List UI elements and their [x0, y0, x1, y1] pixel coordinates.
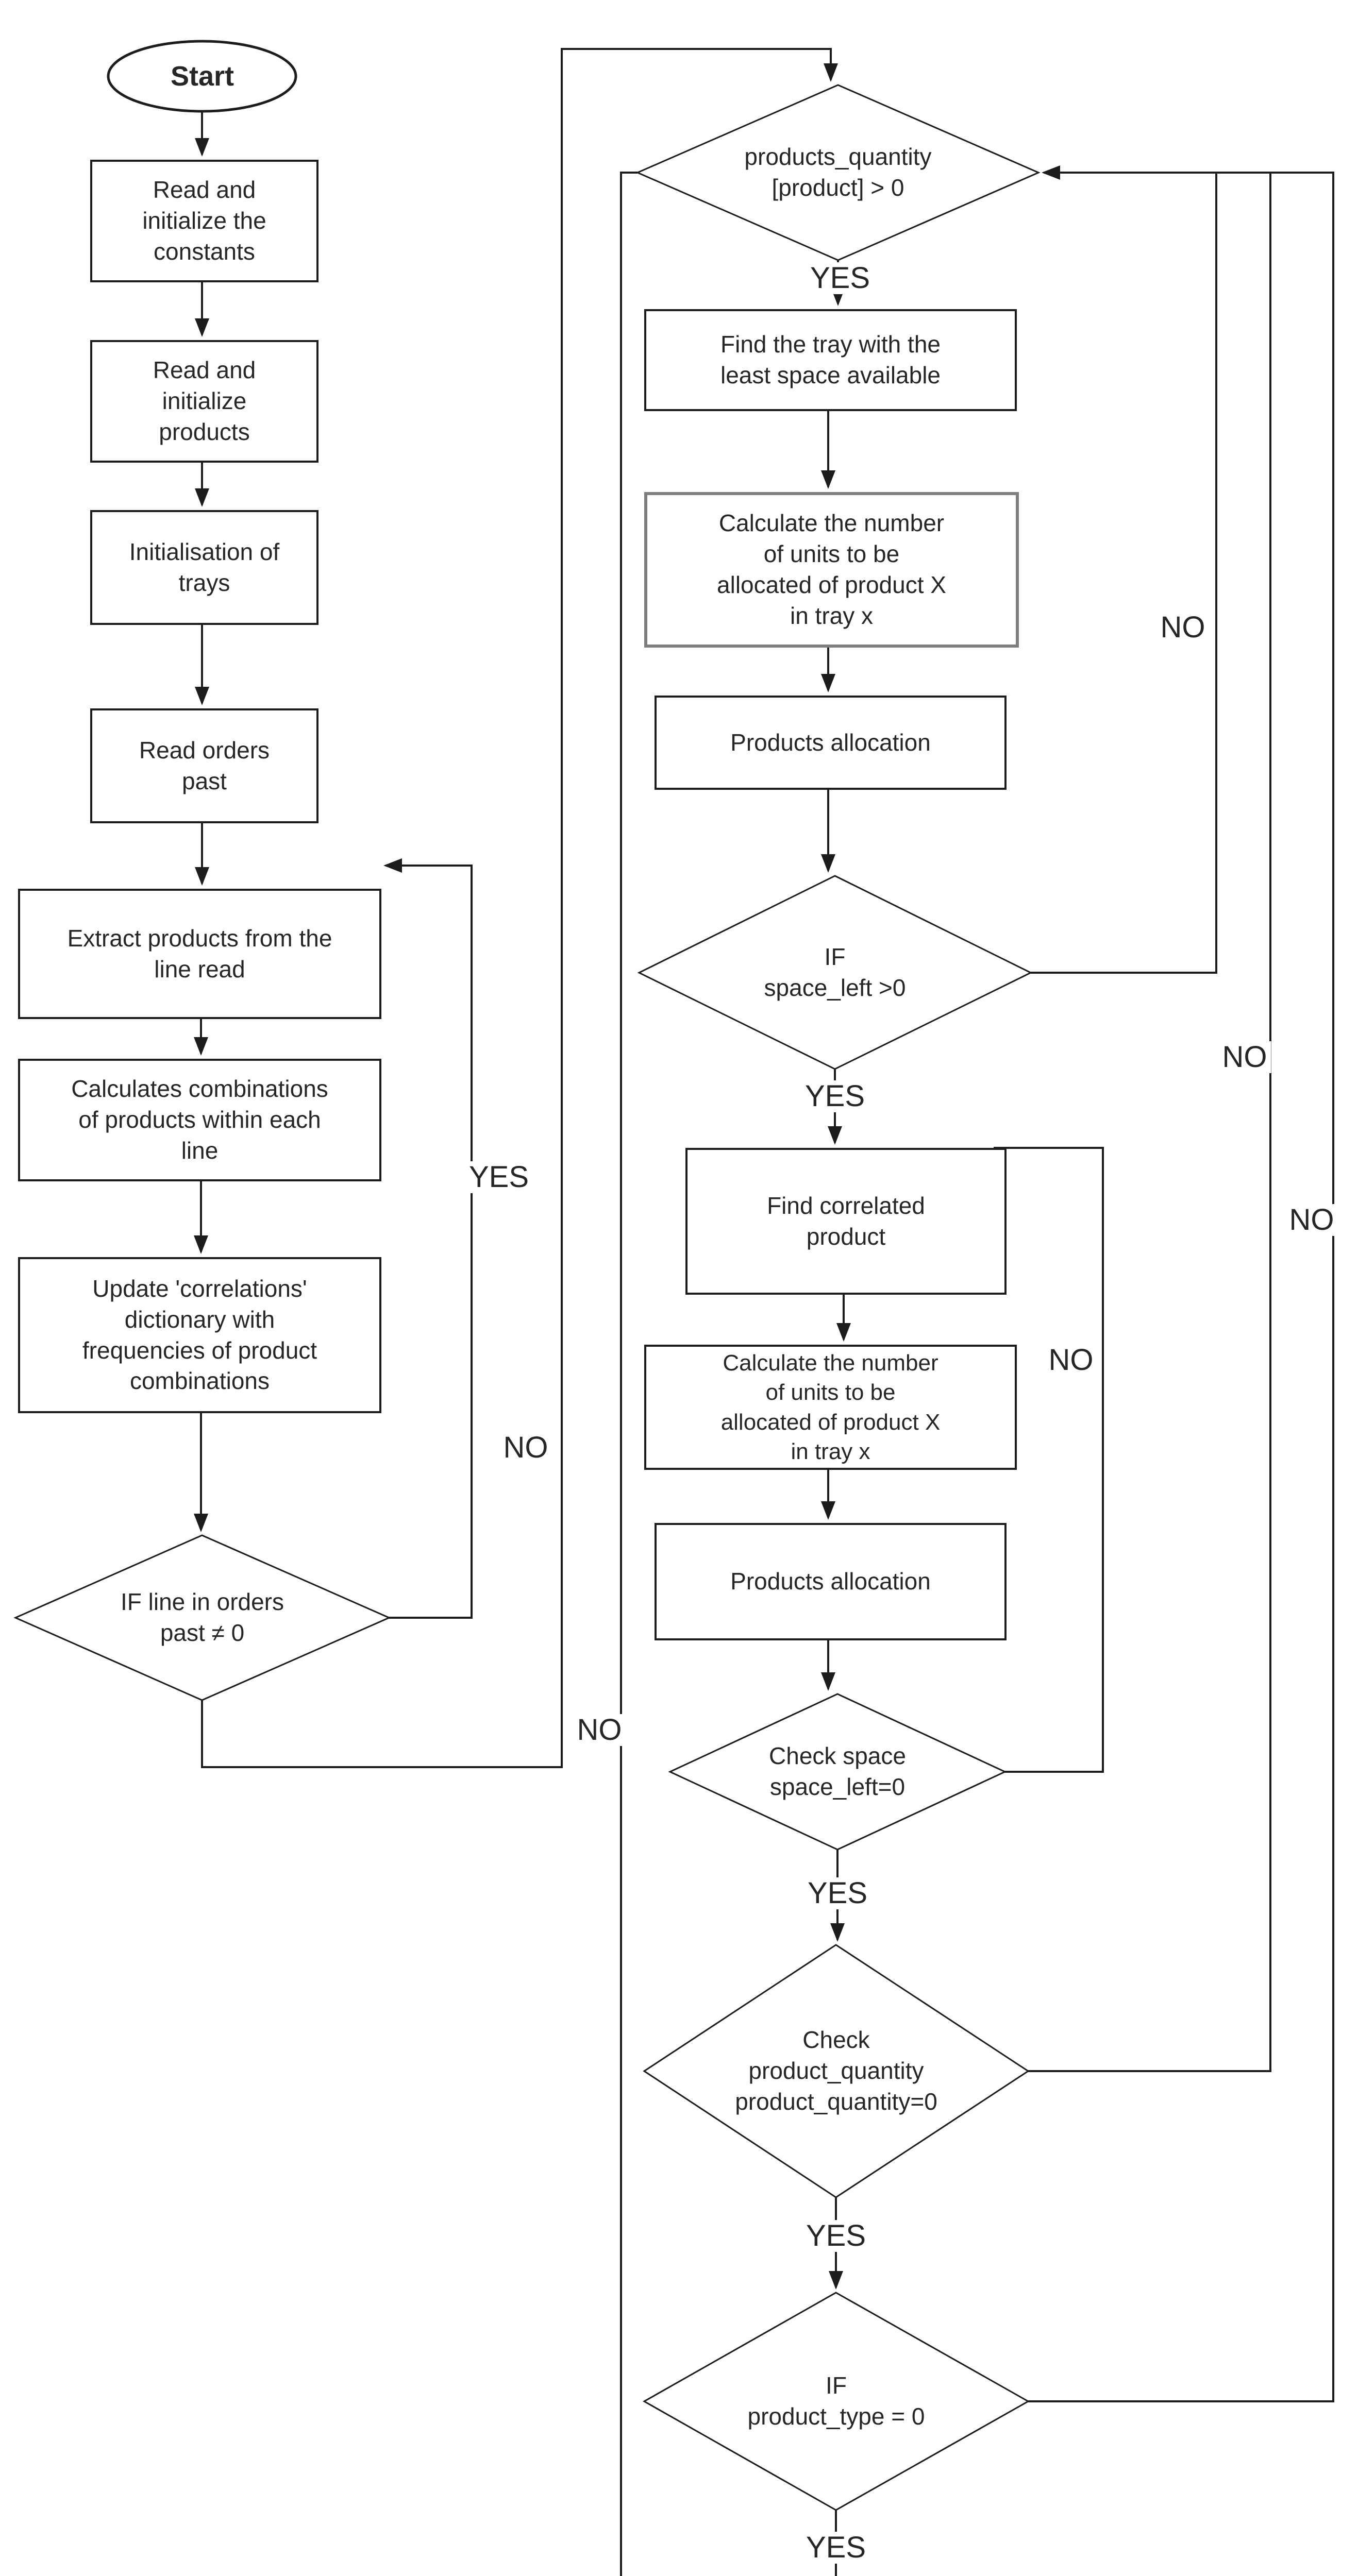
edge-label-yes-space: YES	[800, 1080, 869, 1112]
process-find-tray: Find the tray with the least space avail…	[644, 309, 1017, 411]
edge-label-yes-products: YES	[806, 262, 875, 294]
edge-linecheck-yes-loop	[383, 858, 473, 1619]
decision-check-quantity: Check product_quantity product_quantity=…	[735, 2026, 937, 2115]
process-read-orders: Read orders past	[90, 708, 318, 823]
decision-check-quantity-shape	[643, 1944, 1030, 2198]
process-calc-combinations: Calculates combinations of products with…	[18, 1059, 381, 1181]
decision-products-quantity: products_quantity [product] > 0	[744, 143, 932, 201]
start-terminator: Start	[108, 41, 296, 111]
process-calc-units-1: Calculate the number of units to be allo…	[644, 492, 1019, 648]
decision-product-type-shape	[642, 2292, 1030, 2511]
decision-check-space-shape	[668, 1693, 1007, 1851]
process-find-correlated: Find correlated product	[685, 1148, 1007, 1295]
start-terminator-shape	[107, 40, 297, 113]
process-read-products: Read and initialize products	[90, 340, 318, 463]
edge-label-yes-check-space: YES	[803, 1877, 872, 1909]
process-update-correlations: Update 'correlations' dictionary with fr…	[18, 1257, 381, 1413]
edge-label-yes-quantity: YES	[801, 2220, 870, 2252]
decision-check-space: Check space space_left=0	[769, 1742, 906, 1800]
edge-checkquantity-no-return	[1028, 173, 1271, 2072]
edge-label-yes-line-loop: YES	[464, 1161, 533, 1193]
edge-topdiamond-no-print	[620, 172, 638, 2576]
decision-line-in-orders-shape	[13, 1534, 391, 1701]
decision-space-left-shape	[637, 875, 1033, 1070]
edge-label-yes-type: YES	[801, 2532, 870, 2564]
edge-producttype-no-return	[1028, 165, 1334, 2402]
decision-space-left: IF space_left >0	[764, 943, 906, 1001]
process-read-constants: Read and initialize the constants	[90, 160, 318, 282]
edge-label-no-quantity-loop: NO	[1218, 1041, 1271, 1073]
edge-label-no-line: NO	[499, 1432, 552, 1464]
edge-linecheck-no-topdiamond	[201, 48, 838, 1768]
decision-line-in-orders: IF line in orders past ≠ 0	[120, 1588, 284, 1646]
edge-label-no-correlated-loop: NO	[1044, 1344, 1098, 1376]
process-init-trays: Initialisation of trays	[90, 510, 318, 625]
decision-products-quantity-shape	[635, 84, 1041, 261]
edge-spacecheck-no-return	[1031, 173, 1217, 974]
process-extract-products: Extract products from the line read	[18, 889, 381, 1019]
process-products-allocation-2: Products allocation	[655, 1523, 1007, 1640]
process-calc-units-2: Calculate the number of units to be allo…	[644, 1345, 1017, 1470]
edge-label-no-type-loop: NO	[1285, 1204, 1338, 1236]
start-label: Start	[170, 60, 234, 92]
decision-product-type: IF product_type = 0	[747, 2372, 925, 2430]
process-products-allocation-1: Products allocation	[655, 696, 1007, 790]
edge-label-no-main: NO	[573, 1714, 626, 1746]
edge-label-no-space-loop: NO	[1156, 612, 1210, 643]
